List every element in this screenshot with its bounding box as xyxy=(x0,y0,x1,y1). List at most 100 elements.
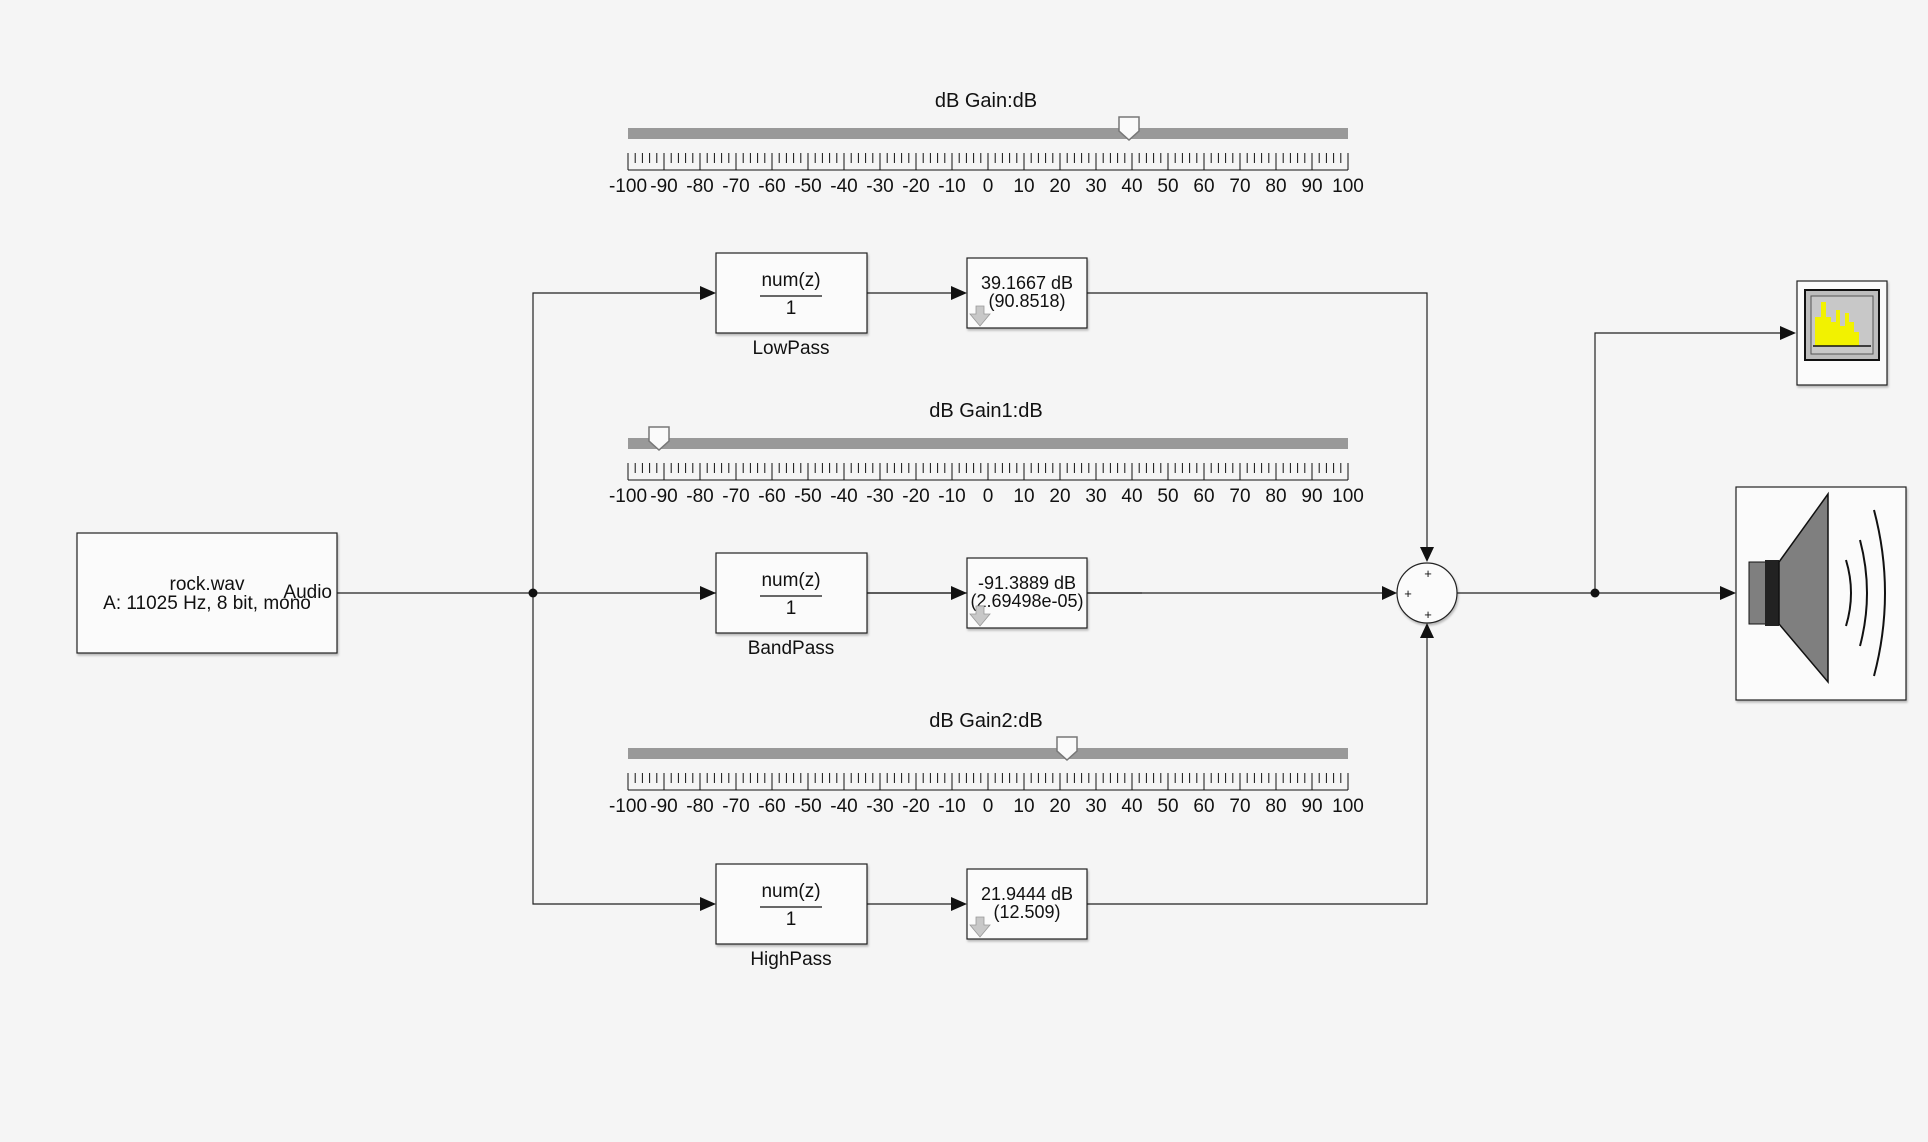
audio-device-writer-speaker-icon xyxy=(1748,491,1886,685)
slider-tick-label: 20 xyxy=(1049,486,1070,507)
sum-sign-left: + xyxy=(1404,586,1412,601)
spectrum-scope-icon xyxy=(1804,289,1880,361)
sum-sign-top: + xyxy=(1424,566,1432,581)
slider-tick-label: 0 xyxy=(983,796,994,817)
gain-linear-label: (12.509) xyxy=(993,902,1060,922)
slider-tick-label: 20 xyxy=(1049,176,1070,197)
slider-tick-label: -10 xyxy=(938,176,965,197)
slider-tick-label: 30 xyxy=(1085,486,1106,507)
slider-tick-label: 70 xyxy=(1229,796,1250,817)
slider-thumb[interactable] xyxy=(648,426,670,452)
slider-tick-label: -90 xyxy=(650,176,677,197)
slider-track[interactable] xyxy=(628,748,1348,759)
slider-tick-label: -30 xyxy=(866,486,893,507)
slider-tick-label: 0 xyxy=(983,176,994,197)
slider-ticks xyxy=(627,463,1349,481)
sum-block[interactable]: + + + xyxy=(1396,562,1458,624)
slider-tick-label: -70 xyxy=(722,176,749,197)
slider-tick-label: 100 xyxy=(1332,796,1364,817)
gain-db-label: -91.3889 dB xyxy=(978,573,1076,593)
slider-tick-label: 10 xyxy=(1013,486,1034,507)
slider-tick-label: 10 xyxy=(1013,796,1034,817)
slider-thumb[interactable] xyxy=(1056,736,1078,762)
filter-block-highpass[interactable]: num(z) 1 HighPass xyxy=(715,863,868,970)
slider-tick-label: 80 xyxy=(1265,486,1286,507)
slider-tick-label: 30 xyxy=(1085,796,1106,817)
slider-tick-label: -50 xyxy=(794,486,821,507)
signal-wires xyxy=(337,286,1796,911)
slider-tick-label: -10 xyxy=(938,486,965,507)
slider-tick-label: 60 xyxy=(1193,796,1214,817)
slider-gain-2[interactable]: dB Gain2:dB -100-90-80-70-60-50-40-30-20… xyxy=(609,710,1364,817)
slider-track[interactable] xyxy=(628,438,1348,449)
slider-tick-label: -100 xyxy=(609,486,647,507)
filter-name: LowPass xyxy=(752,338,829,359)
slider-tick-label: 70 xyxy=(1229,486,1250,507)
slider-tick-label: -80 xyxy=(686,796,713,817)
slider-tick-label: -60 xyxy=(758,176,785,197)
filter-name: HighPass xyxy=(750,949,831,970)
filter-denominator: 1 xyxy=(786,909,797,930)
filter-numerator: num(z) xyxy=(761,270,820,291)
slider-tick-label: -40 xyxy=(830,176,857,197)
slider-tick-label: -90 xyxy=(650,796,677,817)
slider-tick-label: -80 xyxy=(686,486,713,507)
slider-tick-label: -70 xyxy=(722,486,749,507)
slider-tick-label: 0 xyxy=(983,486,994,507)
filter-block-bandpass[interactable]: num(z) 1 BandPass xyxy=(715,552,868,659)
sum-sign-bottom: + xyxy=(1424,607,1432,622)
slider-tick-label: -70 xyxy=(722,796,749,817)
slider-ticks xyxy=(627,773,1349,791)
slider-tick-label: -100 xyxy=(609,176,647,197)
gain-down-arrow-icon xyxy=(969,916,991,938)
slider-tick-label: -100 xyxy=(609,796,647,817)
slider-thumb[interactable] xyxy=(1118,116,1140,142)
filter-name: BandPass xyxy=(748,638,835,659)
audio-device-writer-block[interactable] xyxy=(1735,486,1907,701)
slider-tick-label: -60 xyxy=(758,796,785,817)
gain-block-2[interactable]: 21.9444 dB (12.509) xyxy=(966,868,1088,940)
gain-block-0[interactable]: 39.1667 dB (90.8518) xyxy=(966,257,1088,329)
filter-numerator: num(z) xyxy=(761,570,820,591)
slider-tick-label: 20 xyxy=(1049,796,1070,817)
slider-tick-label: 30 xyxy=(1085,176,1106,197)
audio-source-block[interactable]: rock.wav A: 11025 Hz, 8 bit, mono Audio xyxy=(76,532,338,654)
slider-tick-label: -50 xyxy=(794,176,821,197)
gain-linear-label: (90.8518) xyxy=(988,291,1065,311)
slider-tick-label: -20 xyxy=(902,796,929,817)
slider-tick-label: 60 xyxy=(1193,176,1214,197)
slider-gain-1[interactable]: dB Gain1:dB -100-90-80-70-60-50-40-30-20… xyxy=(609,400,1364,507)
slider-tick-label: -50 xyxy=(794,796,821,817)
slider-tick-label: 60 xyxy=(1193,486,1214,507)
gain-block-1[interactable]: -91.3889 dB (2.69498e-05) xyxy=(966,557,1088,629)
slider-tick-label: 90 xyxy=(1301,796,1322,817)
slider-tick-label: 100 xyxy=(1332,176,1364,197)
filter-denominator: 1 xyxy=(786,598,797,619)
slider-tick-label: -30 xyxy=(866,176,893,197)
source-file-label: rock.wav xyxy=(170,574,245,595)
slider-tick-label: 40 xyxy=(1121,486,1142,507)
slider-tick-label: 40 xyxy=(1121,176,1142,197)
slider-tick-label: 90 xyxy=(1301,486,1322,507)
slider-tick-label: 90 xyxy=(1301,176,1322,197)
slider-ticks xyxy=(627,153,1349,171)
slider-tick-label: -30 xyxy=(866,796,893,817)
filter-denominator: 1 xyxy=(786,298,797,319)
slider-tick-label: 10 xyxy=(1013,176,1034,197)
slider-title: dB Gain:dB xyxy=(935,90,1037,112)
gain-down-arrow-icon xyxy=(969,305,991,327)
slider-track[interactable] xyxy=(628,128,1348,139)
filter-numerator: num(z) xyxy=(761,881,820,902)
spectrum-scope-block[interactable] xyxy=(1796,280,1888,386)
slider-tick-label: -90 xyxy=(650,486,677,507)
slider-gain-0[interactable]: dB Gain:dB -100-90-80-70-60-50-40-30-20-… xyxy=(609,90,1364,197)
slider-tick-label: 40 xyxy=(1121,796,1142,817)
slider-tick-label: 50 xyxy=(1157,796,1178,817)
source-port-label: Audio xyxy=(283,582,332,603)
filter-block-lowpass[interactable]: num(z) 1 LowPass xyxy=(715,252,868,359)
gain-down-arrow-icon xyxy=(969,605,991,627)
gain-db-label: 21.9444 dB xyxy=(981,884,1073,904)
